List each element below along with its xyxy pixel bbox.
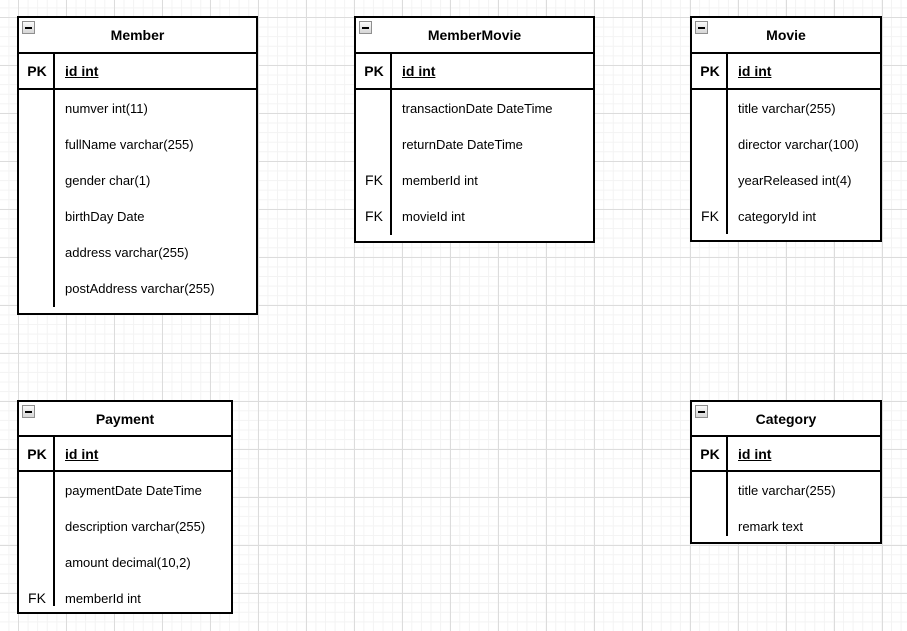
fk-badge: FK [365,172,383,188]
attribute-row[interactable]: title varchar(255) [692,472,880,508]
collapse-minus-icon[interactable] [695,21,708,34]
primary-key-row[interactable]: PK id int [19,54,256,90]
collapse-minus-icon[interactable] [22,405,35,418]
attribute-row[interactable]: gender char(1) [19,162,256,198]
attribute-row[interactable]: returnDate DateTime [356,126,593,162]
fk-badge: FK [701,208,719,224]
attribute-field-label: title varchar(255) [738,100,836,116]
attribute-field-label: director varchar(100) [738,136,859,152]
attribute-field-label: birthDay Date [65,208,145,224]
entity-header[interactable]: Payment [19,402,231,437]
column-divider-line [726,54,728,234]
entity-header[interactable]: Member [19,18,256,54]
attribute-field-label: amount decimal(10,2) [65,554,191,570]
attribute-field-label: fullName varchar(255) [65,136,194,152]
attribute-row[interactable]: postAddress varchar(255) [19,270,256,306]
pk-badge: PK [364,63,384,79]
column-divider-line [53,54,55,307]
entity-title: Member [110,27,165,43]
entity-title: Category [755,410,817,427]
attribute-row[interactable]: paymentDate DateTime [19,472,231,508]
collapse-minus-icon[interactable] [22,21,35,34]
entity-table-payment[interactable]: Payment PK id int paymentDate DateTime de… [17,400,233,614]
pk-field-label: id int [738,63,772,79]
entity-table-category[interactable]: Category PK id int title varchar(255) rem… [690,400,882,544]
attribute-row[interactable]: address varchar(255) [19,234,256,270]
attribute-row[interactable]: yearReleased int(4) [692,162,880,198]
entity-body: title varchar(255) director varchar(100) y… [692,90,880,234]
attribute-field-label: address varchar(255) [65,244,189,260]
attribute-row[interactable]: birthDay Date [19,198,256,234]
entity-table-member[interactable]: Member PK id int numver int(11) fullName … [17,16,258,315]
primary-key-row[interactable]: PK id int [19,437,231,472]
pk-badge: PK [700,445,720,462]
attribute-field-label: gender char(1) [65,172,151,188]
attribute-row[interactable]: description varchar(255) [19,508,231,544]
entity-table-movie[interactable]: Movie PK id int title varchar(255) direct… [690,16,882,242]
collapse-minus-icon[interactable] [695,405,708,418]
fk-badge: FK [365,208,383,224]
attribute-field-label: title varchar(255) [738,482,836,498]
entity-body: paymentDate DateTime description varchar(… [19,472,231,612]
pk-badge: PK [700,63,720,79]
fk-badge: FK [28,590,46,606]
attribute-field-label: movieId int [402,208,465,224]
attribute-field-label: description varchar(255) [65,518,206,534]
entity-header[interactable]: Movie [692,18,880,54]
primary-key-row[interactable]: PK id int [692,54,880,90]
attribute-field-label: categoryId int [738,208,817,224]
entity-table-membermovie[interactable]: MemberMovie PK id int transactionDate Da… [354,16,595,243]
attribute-row[interactable]: FK memberId int [356,162,593,198]
attribute-field-label: remark text [738,518,804,534]
primary-key-row[interactable]: PK id int [692,437,880,472]
column-divider-line [726,437,728,536]
entity-title: MemberMovie [427,27,522,43]
pk-field-label: id int [402,63,436,79]
attribute-row[interactable]: FK movieId int [356,198,593,234]
attribute-row[interactable]: numver int(11) [19,90,256,126]
attribute-row[interactable]: transactionDate DateTime [356,90,593,126]
attribute-field-label: yearReleased int(4) [738,172,852,188]
attribute-field-label: paymentDate DateTime [65,482,202,498]
column-divider-line [53,437,55,606]
attribute-row[interactable]: remark text [692,508,880,542]
attribute-field-label: postAddress varchar(255) [65,280,215,296]
attribute-field-label: transactionDate DateTime [402,100,553,116]
pk-field-label: id int [65,445,99,462]
pk-field-label: id int [738,445,772,462]
attribute-field-label: memberId int [402,172,478,188]
attribute-row[interactable]: FK memberId int [19,580,231,612]
entity-title: Movie [766,27,806,43]
attribute-field-label: memberId int [65,590,141,606]
entity-body: title varchar(255) remark text [692,472,880,542]
primary-key-row[interactable]: PK id int [356,54,593,90]
attribute-row[interactable]: fullName varchar(255) [19,126,256,162]
entity-title: Payment [95,410,155,427]
pk-badge: PK [27,445,47,462]
pk-field-label: id int [65,63,99,79]
attribute-row[interactable]: FK categoryId int [692,198,880,234]
attribute-field-label: numver int(11) [65,100,148,116]
entity-body: numver int(11) fullName varchar(255) gende… [19,90,256,306]
attribute-row[interactable]: director varchar(100) [692,126,880,162]
attribute-field-label: returnDate DateTime [402,136,523,152]
attribute-row[interactable]: title varchar(255) [692,90,880,126]
pk-badge: PK [27,63,47,79]
entity-header[interactable]: MemberMovie [356,18,593,54]
attribute-row[interactable]: amount decimal(10,2) [19,544,231,580]
entity-body: transactionDate DateTime returnDate DateT… [356,90,593,234]
column-divider-line [390,54,392,235]
entity-header[interactable]: Category [692,402,880,437]
collapse-minus-icon[interactable] [359,21,372,34]
